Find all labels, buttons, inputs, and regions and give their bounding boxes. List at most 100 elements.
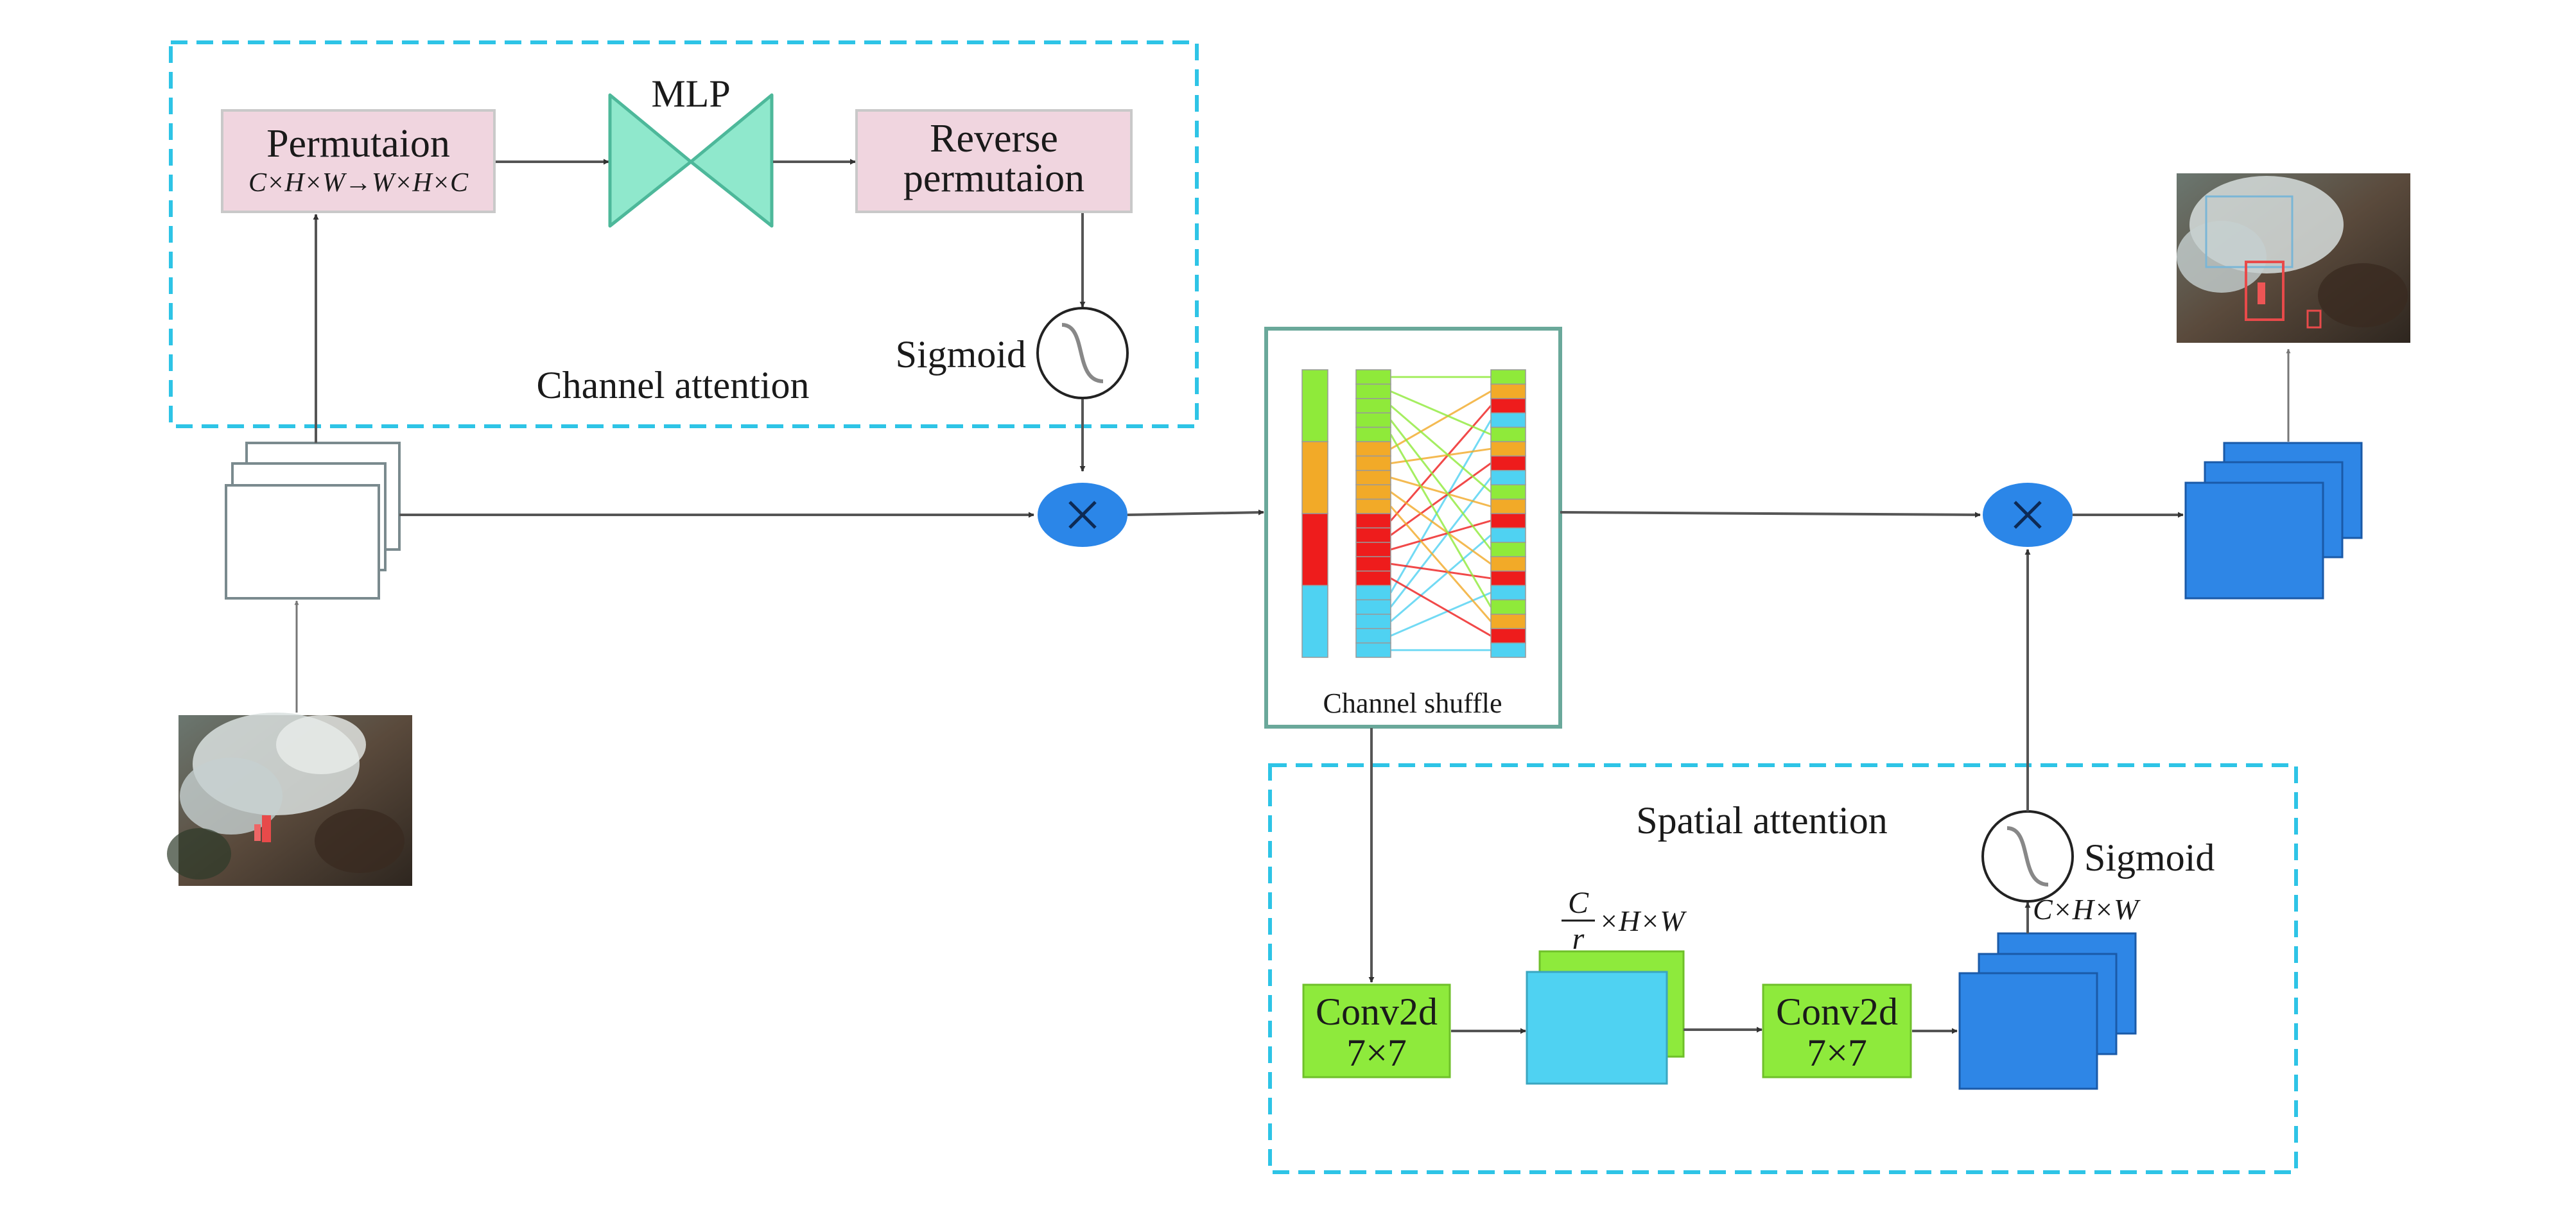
reduced-dims-label: C r ×H×W xyxy=(1562,886,1687,956)
shuffle-output-channel xyxy=(1490,470,1526,485)
shuffle-output-channel xyxy=(1490,642,1526,658)
sigmoid-label-spatial: Sigmoid xyxy=(2084,836,2215,879)
shuffle-input-channel xyxy=(1355,470,1391,485)
shuffle-input-channel xyxy=(1355,642,1391,658)
shuffle-connection-line xyxy=(1390,491,1492,565)
shuffle-output-channel xyxy=(1490,585,1526,601)
shuffle-output-channel xyxy=(1490,542,1526,557)
permutation-box xyxy=(221,109,496,213)
shuffle-connection-line xyxy=(1390,390,1492,436)
shuffle-output-channel xyxy=(1490,426,1526,442)
shuffle-connection-line xyxy=(1389,477,1492,608)
shuffle-output-channel xyxy=(1490,498,1526,514)
sigmoid-curve-channel xyxy=(1061,323,1104,383)
shuffle-output-channel xyxy=(1490,383,1526,399)
shuffle-output-channel xyxy=(1490,412,1526,428)
mlp-label: MLP xyxy=(651,73,730,115)
arrow-multiply-to-shuffle xyxy=(1127,509,1264,516)
channel-attention-region xyxy=(169,40,1199,428)
shuffle-input-channel xyxy=(1355,556,1391,572)
shuffle-output-channel xyxy=(1490,513,1526,529)
shuffle-input-channel xyxy=(1355,585,1391,601)
shuffle-connection-line xyxy=(1390,591,1492,637)
shuffle-input-channel xyxy=(1355,614,1391,629)
output-detection-image xyxy=(2177,173,2410,343)
reduced-dims-denominator: r xyxy=(1572,922,1585,956)
conv2d-block-2 xyxy=(1762,983,1912,1078)
shuffle-output-channel xyxy=(1490,455,1526,471)
permutation-formula: C×H×W→W×H×C xyxy=(248,168,469,198)
shuffle-output-channel xyxy=(1490,556,1526,572)
shuffle-input-channel xyxy=(1355,570,1391,586)
mlp-block xyxy=(608,93,774,228)
shuffle-output-channel xyxy=(1490,628,1526,644)
shuffle-input-channel xyxy=(1355,498,1391,514)
shuffle-output-channel xyxy=(1490,369,1526,385)
shuffle-connection-line xyxy=(1389,419,1492,593)
multiply-icon-channel xyxy=(1068,501,1097,529)
spatial-output-feature-map xyxy=(1958,932,2137,1090)
shuffle-output-channel xyxy=(1490,484,1526,500)
shuffle-input-channel xyxy=(1355,599,1391,615)
shuffle-connection-line xyxy=(1389,505,1492,622)
conv2d-block-1 xyxy=(1302,983,1451,1078)
channel-attention-label: Channel attention xyxy=(537,364,810,406)
shuffle-connection-line xyxy=(1390,447,1492,465)
arrow-shuffle-to-multiply xyxy=(1560,511,1981,518)
shuffle-input-channel xyxy=(1355,542,1391,557)
reverse-label-line1: Reverse xyxy=(930,117,1058,160)
sigmoid-curve-spatial xyxy=(2006,826,2049,887)
shuffle-connection-line xyxy=(1390,476,1492,508)
input-feature-map xyxy=(225,442,401,600)
shuffle-connection-line xyxy=(1390,577,1492,637)
shuffle-input-channel xyxy=(1355,628,1391,644)
output-feature-map xyxy=(2184,442,2363,600)
shuffle-output-channel xyxy=(1490,599,1526,615)
shuffle-connection-line xyxy=(1389,434,1492,608)
conv1-label-line2: 7×7 xyxy=(1346,1032,1407,1074)
reverse-permutation-box xyxy=(855,109,1133,213)
shuffle-input-channel xyxy=(1355,412,1391,428)
shuffle-input-channel xyxy=(1355,455,1391,471)
reverse-label-line2: permutaion xyxy=(903,157,1084,200)
sigmoid-label-channel: Sigmoid xyxy=(896,333,1026,376)
conv2-label-line1: Conv2d xyxy=(1776,991,1898,1033)
shuffle-input-channel xyxy=(1355,484,1391,500)
reduced-dims-rest: ×H×W xyxy=(1599,905,1687,937)
shuffle-group-block xyxy=(1301,369,1328,442)
shuffle-group-block xyxy=(1301,585,1328,658)
shuffle-output-channel xyxy=(1490,398,1526,413)
shuffle-input-channel xyxy=(1355,513,1391,529)
shuffle-group-block xyxy=(1301,441,1328,514)
multiply-icon-spatial xyxy=(2014,501,2042,529)
conv1-label-line1: Conv2d xyxy=(1316,991,1438,1033)
shuffle-connection-line xyxy=(1390,390,1492,450)
shuffle-output-channel xyxy=(1490,614,1526,629)
channel-shuffle-visual xyxy=(1301,369,1526,658)
reduced-dims-numerator: C xyxy=(1568,886,1589,920)
shuffle-connection-line xyxy=(1390,404,1492,493)
shuffle-connection-line xyxy=(1390,519,1492,551)
permutation-title: Permutaion xyxy=(266,122,450,166)
shuffle-connection-line xyxy=(1390,562,1492,580)
conv2-label-line2: 7×7 xyxy=(1807,1032,1867,1074)
input-fire-image xyxy=(167,713,412,886)
shuffle-connection-line xyxy=(1390,462,1492,536)
shuffle-output-channel xyxy=(1490,441,1526,457)
channel-shuffle-label: Channel shuffle xyxy=(1323,688,1502,719)
shuffle-connection-line xyxy=(1390,534,1492,623)
shuffle-input-channel xyxy=(1355,369,1391,385)
reduced-feature-map xyxy=(1526,950,1685,1085)
shuffle-output-channel xyxy=(1490,570,1526,586)
spatial-attention-label: Spatial attention xyxy=(1636,799,1888,842)
shuffle-input-channel xyxy=(1355,383,1391,399)
spatial-output-dims: C×H×W xyxy=(2033,893,2141,926)
shuffle-input-channel xyxy=(1355,426,1391,442)
shuffle-group-block xyxy=(1301,513,1328,586)
shuffle-input-channel xyxy=(1355,398,1391,413)
shuffle-connection-line xyxy=(1389,419,1492,550)
shuffle-input-channel xyxy=(1355,441,1391,457)
shuffle-output-channel xyxy=(1490,527,1526,543)
shuffle-input-channel xyxy=(1355,527,1391,543)
